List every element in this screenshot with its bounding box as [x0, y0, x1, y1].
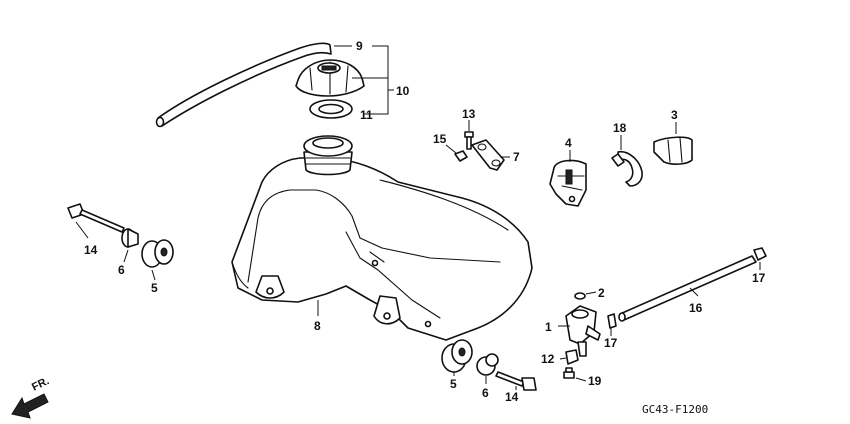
tube-clip-top [753, 247, 767, 261]
leader-lines [75, 45, 761, 390]
hose-end [155, 116, 165, 128]
fuel-valve [565, 305, 601, 357]
callout-5-bottom: 5 [450, 377, 457, 391]
callout-3: 3 [671, 108, 678, 122]
washer [574, 292, 586, 300]
callout-14-left: 14 [84, 243, 98, 257]
callout-17-top: 17 [752, 271, 766, 285]
callout-10: 10 [396, 84, 410, 98]
collar-bottom [476, 353, 499, 376]
callout-15: 15 [433, 132, 447, 146]
diagram-code: GC43-F1200 [642, 403, 708, 416]
drain-cap [565, 349, 579, 365]
front-arrow-icon [11, 393, 49, 419]
callout-16: 16 [689, 301, 703, 315]
callout-2: 2 [598, 286, 605, 300]
screw [464, 131, 474, 150]
cap-gasket [309, 99, 353, 119]
collar-left [121, 228, 139, 248]
bolt-left [67, 203, 125, 233]
rubber-left [141, 239, 174, 268]
callout-9: 9 [356, 39, 363, 53]
fuel-cap [295, 59, 365, 97]
fuel-hose [157, 42, 332, 127]
front-direction-label: FR. [30, 375, 51, 394]
callout-6-bottom: 6 [482, 386, 489, 400]
front-direction-indicator: FR. [11, 375, 51, 419]
callout-8: 8 [314, 319, 321, 333]
bracket [471, 139, 505, 171]
callout-12: 12 [541, 352, 555, 366]
rubber-strap-3 [653, 136, 693, 165]
callout-1: 1 [545, 320, 552, 334]
callout-17-bottom: 17 [604, 336, 618, 350]
callout-13: 13 [462, 107, 476, 121]
collar [454, 150, 468, 162]
callout-7: 7 [513, 150, 520, 164]
callout-4: 4 [565, 136, 572, 150]
callout-labels: 9 10 11 13 15 7 4 18 3 14 6 5 8 1 2 12 1… [84, 39, 766, 404]
callout-18: 18 [613, 121, 627, 135]
rubber-strap-holder-4 [549, 159, 587, 207]
drain-screw [563, 367, 575, 379]
bolt-bottom [495, 371, 537, 391]
tube-clip-bottom [607, 313, 617, 329]
fuel-tube [618, 255, 757, 322]
clip [611, 150, 643, 187]
callout-6-left: 6 [118, 263, 125, 277]
callout-5-left: 5 [151, 281, 158, 295]
callout-19: 19 [588, 374, 602, 388]
callout-14-bottom: 14 [505, 390, 519, 404]
callout-11: 11 [360, 108, 373, 122]
rubber-bottom [441, 339, 473, 373]
fuel-tank [231, 135, 533, 341]
